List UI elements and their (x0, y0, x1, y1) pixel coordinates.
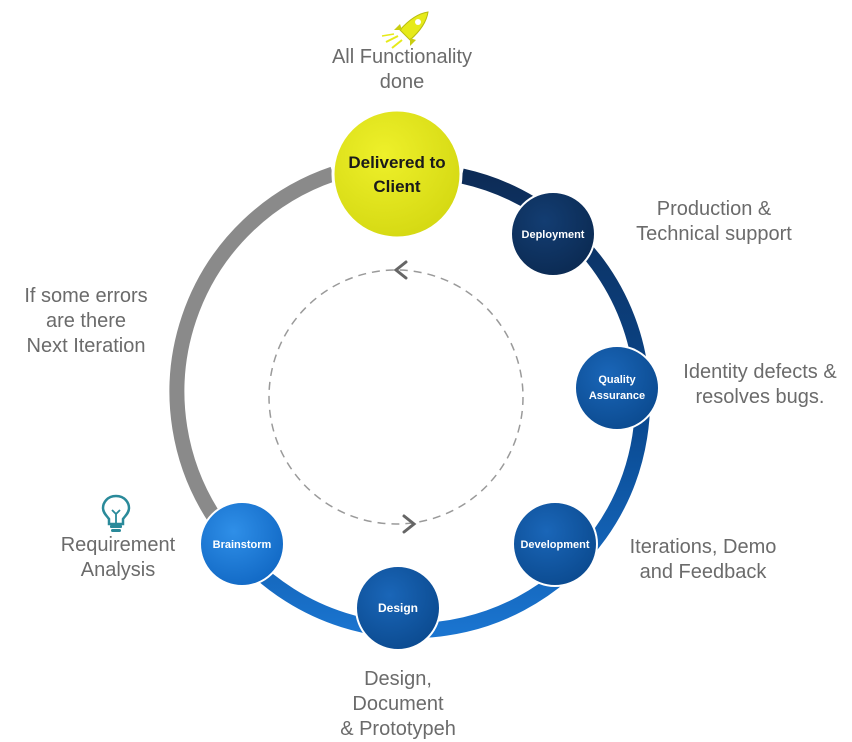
lightbulb-icon (101, 494, 131, 532)
development-label: Development (520, 539, 589, 551)
brainstorm-note: Requirement Analysis (60, 534, 176, 581)
chevron-left-icon (393, 260, 408, 280)
ring-arc-gray (169, 166, 336, 525)
brainstorm-node: Brainstorm (199, 501, 285, 587)
design-note: Design, Document & Prototypeh (340, 668, 456, 740)
iteration-loop-dashed (268, 269, 524, 525)
brainstorm-label: Brainstorm (213, 539, 272, 551)
development-note: Iterations, Demo and Feedback (629, 536, 777, 583)
delivered-label-line2: Client (373, 177, 421, 196)
delivered-note: All Functionality done (331, 46, 473, 93)
qa-node: Quality Assurance (574, 345, 660, 431)
iteration-note: If some errors are there Next Iteration (24, 285, 148, 357)
chevron-right-icon (402, 514, 417, 534)
development-node: Development (512, 501, 598, 587)
qa-label-line2: Assurance (589, 390, 645, 402)
design-label: Design (378, 601, 418, 615)
design-node: Design (355, 565, 441, 651)
rocket-icon (381, 11, 429, 49)
delivered-label-line1: Delivered to (348, 153, 445, 172)
deployment-label: Deployment (522, 229, 585, 241)
deployment-note: Production & Technical support (636, 198, 792, 245)
qa-note: Identity defects & resolves bugs. (683, 361, 837, 408)
qa-label-line1: Quality (598, 374, 636, 386)
deployment-node: Deployment (510, 191, 596, 277)
delivered-node: Delivered to Client (331, 108, 463, 240)
